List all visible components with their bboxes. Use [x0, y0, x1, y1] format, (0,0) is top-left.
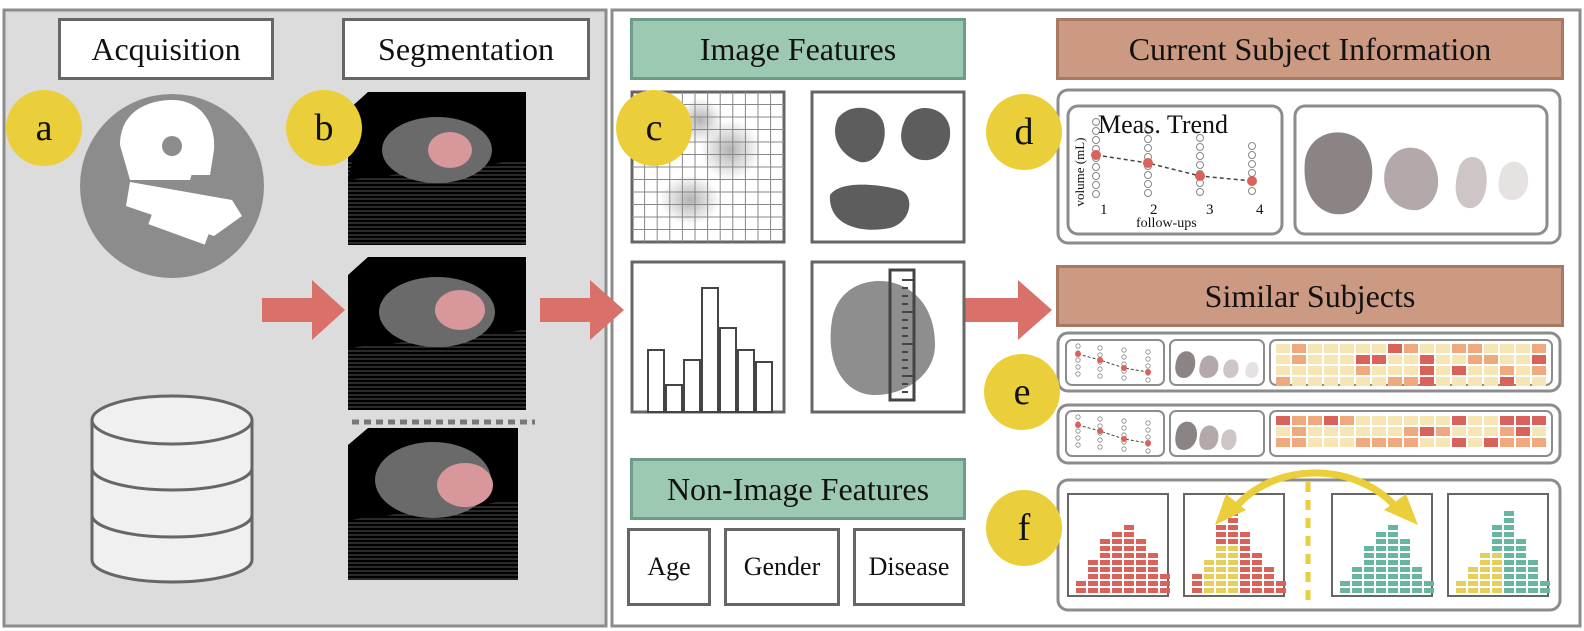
non-image-features-title: Non-Image Features	[630, 458, 966, 520]
trend-xlabel: follow-ups	[1136, 216, 1197, 231]
badge-b: b	[286, 90, 362, 166]
database-icon	[90, 394, 254, 584]
badge-c: c	[616, 90, 692, 166]
badge-e: e	[984, 354, 1060, 430]
segmentation-title: Segmentation	[342, 18, 590, 80]
trend-plot	[1091, 118, 1257, 198]
badge-a: a	[6, 90, 82, 166]
age-feature: Age	[627, 528, 711, 606]
histogram-icon	[630, 260, 786, 414]
similar-subject-row-1	[1056, 331, 1562, 393]
trend-tick-3: 3	[1206, 202, 1214, 218]
histogram-comparison	[1056, 469, 1562, 612]
badge-f: f	[986, 490, 1062, 566]
image-features-title: Image Features	[630, 18, 966, 80]
trend-ylabel: volume (mL)	[1072, 137, 1087, 207]
trend-tick-1: 1	[1100, 202, 1108, 218]
scanner-icon	[80, 94, 264, 278]
acquisition-title: Acquisition	[58, 18, 274, 80]
trend-tick-4: 4	[1256, 202, 1264, 218]
disease-feature: Disease	[853, 528, 965, 606]
trend-title: Meas. Trend	[1098, 110, 1229, 139]
similar-subjects-title: Similar Subjects	[1056, 265, 1564, 327]
grid-texture-icon	[630, 90, 786, 244]
shape-blobs-icon	[810, 90, 966, 244]
ruler-icon	[810, 260, 966, 414]
trend-tick-2: 2	[1150, 202, 1158, 218]
shape-evolution-icon	[1304, 132, 1529, 215]
flow-arrows	[262, 280, 1052, 340]
current-subject-title: Current Subject Information	[1056, 18, 1564, 80]
gender-feature: Gender	[724, 528, 840, 606]
ct-slice-stack-icon	[348, 92, 535, 580]
badge-d: d	[986, 94, 1062, 170]
similar-subject-row-2	[1056, 403, 1562, 465]
